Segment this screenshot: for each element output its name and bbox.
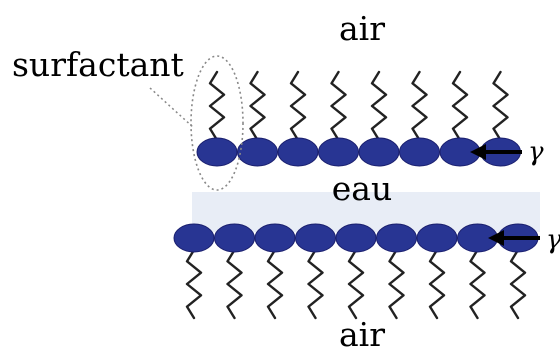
- top-surfactant-tail: [451, 70, 469, 142]
- bottom-surfactant-tail: [226, 248, 243, 320]
- top-surfactant-head: [277, 137, 319, 167]
- bottom-surfactant-head: [295, 223, 336, 253]
- top-surfactant-tail: [249, 70, 266, 142]
- bottom-surfactant-head: [173, 223, 215, 253]
- label-water: eau: [332, 169, 392, 208]
- bottom-surfactant-head: [254, 223, 296, 253]
- bottom-surfactant-tail: [266, 248, 284, 320]
- top-surfactant-tail: [330, 70, 347, 142]
- top-monolayer-heads: [196, 137, 521, 167]
- bottom-surfactant-tail: [509, 248, 527, 320]
- bottom-surfactant-head: [335, 223, 377, 253]
- label-surfactant: surfactant: [12, 45, 184, 84]
- bottom-surfactant-tail: [428, 248, 446, 320]
- surfactant-highlight-ellipse: [190, 55, 244, 191]
- top-surfactant-head: [399, 137, 440, 167]
- bottom-surfactant-tail: [347, 248, 365, 320]
- top-surfactant-head: [318, 137, 359, 167]
- surfactant-leader-line: [149, 87, 195, 129]
- top-surfactant-tail: [492, 70, 509, 142]
- bottom-surfactant-head: [457, 223, 498, 253]
- bottom-tails: [185, 248, 527, 320]
- bottom-surfactant-tail: [307, 248, 324, 320]
- label-gamma-top: γ: [528, 137, 544, 167]
- bottom-surfactant-head: [214, 223, 255, 253]
- top-surfactant-tail: [289, 70, 307, 142]
- bottom-surfactant-head: [416, 223, 458, 253]
- top-surfactant-head: [196, 137, 238, 167]
- label-air-bottom: air: [339, 315, 385, 354]
- bottom-surfactant-head: [376, 223, 417, 253]
- top-surfactant-tail: [208, 70, 226, 142]
- top-surfactant-head: [358, 137, 400, 167]
- top-surfactant-head: [439, 137, 481, 167]
- bottom-surfactant-tail: [388, 248, 405, 320]
- top-surfactant-tail: [411, 70, 428, 142]
- bottom-surfactant-tail: [185, 248, 203, 320]
- bottom-surfactant-tail: [469, 248, 486, 320]
- label-gamma-bottom: γ: [546, 225, 560, 255]
- top-surfactant-tail: [370, 70, 388, 142]
- top-surfactant-head: [237, 137, 278, 167]
- top-tails: [208, 70, 509, 142]
- bottom-monolayer-heads: [173, 223, 539, 253]
- label-air-top: air: [339, 9, 385, 48]
